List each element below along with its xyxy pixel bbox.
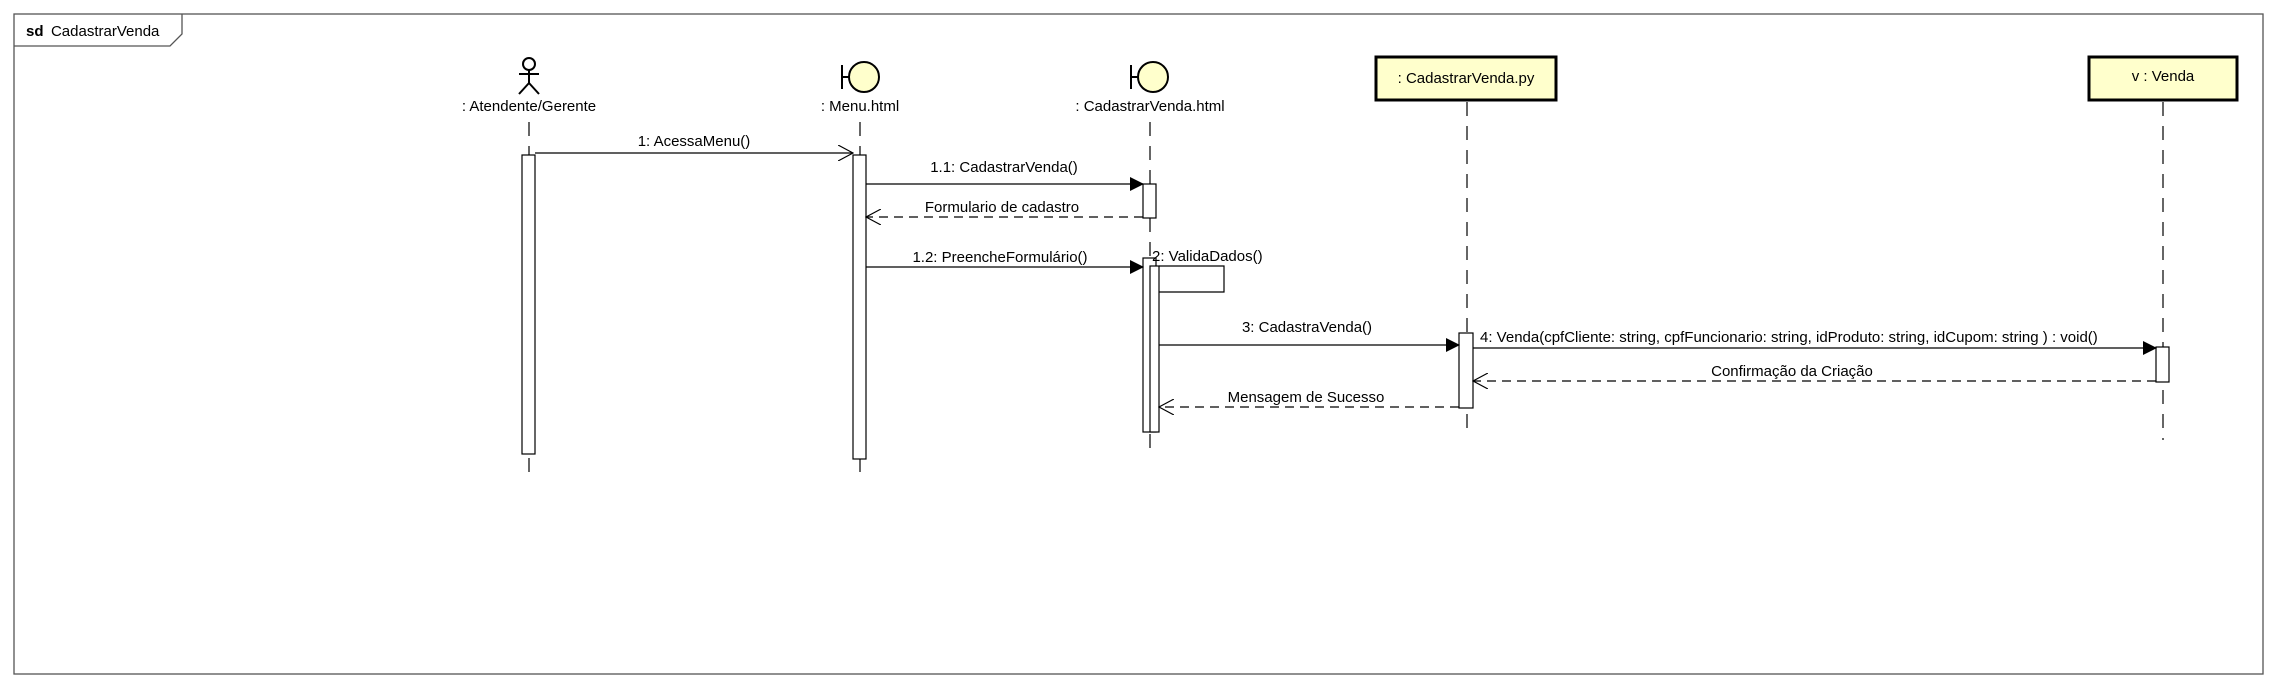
controller-activation bbox=[1458, 332, 1474, 409]
cadastrar-html-activation-nested bbox=[1149, 265, 1160, 433]
frame-tab bbox=[14, 14, 183, 47]
message-label-1-1: 1.1: CadastrarVenda() bbox=[930, 159, 1078, 176]
menu-activation bbox=[852, 154, 867, 460]
message-label-4: 4: Venda(cpfCliente: string, cpfFunciona… bbox=[1480, 329, 2098, 346]
cadastrar-html-activation-1 bbox=[1142, 183, 1157, 219]
controller-box[interactable] bbox=[1374, 55, 1558, 102]
svg-text:sd CadastrarVenda: sd CadastrarVenda bbox=[26, 23, 160, 40]
self-message-arrow-2 bbox=[1159, 265, 1225, 293]
frame-title: CadastrarVenda bbox=[51, 23, 160, 40]
venda-box[interactable] bbox=[2087, 55, 2239, 102]
actor-label: : Atendente/Gerente bbox=[462, 98, 596, 115]
actor-activation bbox=[521, 154, 536, 455]
cadastrar-html-label: : CadastrarVenda.html bbox=[1075, 98, 1224, 115]
message-label-3: 3: CadastraVenda() bbox=[1242, 319, 1372, 336]
controller-label: : CadastrarVenda.py bbox=[1398, 70, 1535, 87]
cadastrar-html-boundary-icon bbox=[1130, 61, 1169, 93]
frame-keyword: sd bbox=[26, 23, 44, 40]
return-label-4: Confirmação da Criação bbox=[1711, 363, 1873, 380]
message-label-1: 1: AcessaMenu() bbox=[638, 133, 751, 150]
venda-activation bbox=[2155, 346, 2170, 383]
venda-label: v : Venda bbox=[2132, 68, 2195, 85]
actor-icon bbox=[518, 57, 540, 95]
return-label-3: Mensagem de Sucesso bbox=[1228, 389, 1385, 406]
menu-boundary-icon bbox=[841, 61, 880, 93]
diagram-frame bbox=[13, 13, 2264, 675]
self-message-label-2: 2: ValidaDados() bbox=[1152, 248, 1263, 265]
return-label-1-1: Formulario de cadastro bbox=[925, 199, 1079, 216]
message-label-1-2: 1.2: PreencheFormulário() bbox=[912, 249, 1087, 266]
menu-label: : Menu.html bbox=[821, 98, 899, 115]
